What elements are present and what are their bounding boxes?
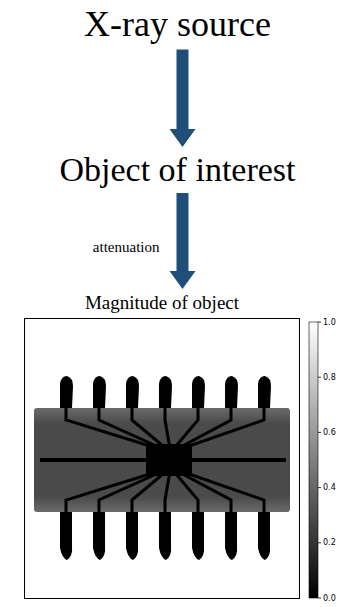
title-node: X-ray source (0, 4, 355, 45)
stage-label: X-ray source (0, 4, 355, 45)
chip-image (34, 376, 290, 560)
plot-panel: Magnitude of object (24, 292, 300, 598)
colorbar (309, 322, 318, 598)
colorbar-tick: 0.6 (323, 428, 336, 437)
title-node: Object of interest (0, 150, 355, 189)
colorbar-tick: 0.4 (323, 483, 336, 492)
plot-title: Magnitude of object (24, 292, 300, 314)
colorbar-tick: 1.0 (323, 318, 336, 327)
block-arrow (170, 193, 196, 289)
stage-label: Object of interest (0, 150, 355, 189)
colorbar-tick: 0.8 (323, 373, 336, 382)
edge-label: attenuation (93, 239, 160, 256)
colorbar-tick: 0.0 (323, 594, 336, 603)
block-arrow (170, 49, 196, 147)
plot-frame (25, 319, 300, 599)
colorbar-tick: 0.2 (323, 538, 336, 547)
